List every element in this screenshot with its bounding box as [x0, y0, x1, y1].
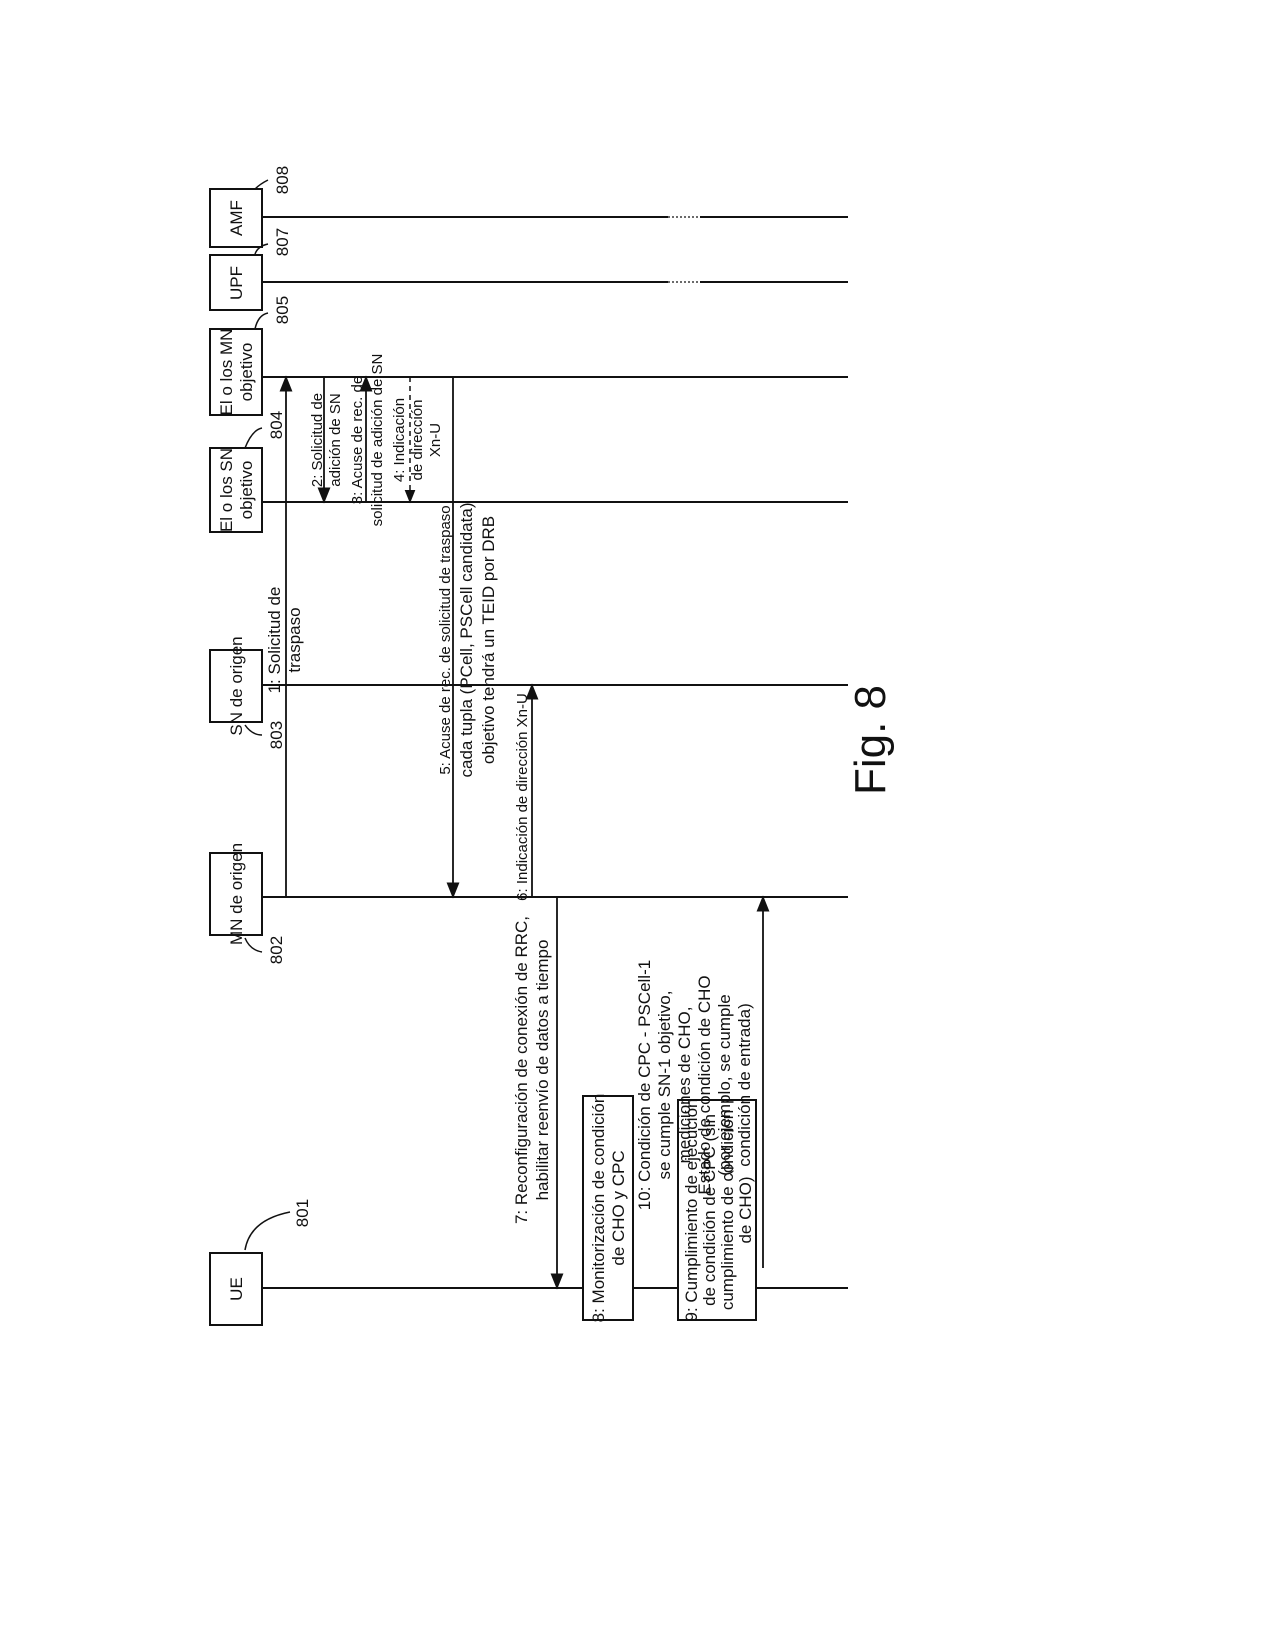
step-8-box: 8: Monitorización de condición de CHO y … [582, 1094, 634, 1323]
message-3-line-2: solicitud de adición de SN [369, 354, 386, 527]
message-10-line-2: se cumple SN-1 objetivo, [655, 991, 674, 1180]
step-8-line-2: de CHO y CPC [609, 1150, 628, 1265]
upf-ref: 807 [273, 228, 292, 256]
message-7-line-2: habilitar reenvío de datos a tiempo [533, 940, 552, 1201]
message-4-line-3: Xn-U [427, 423, 444, 457]
message-3-line-1: 3: Acuse de rec. de [349, 376, 366, 504]
sn-target-label-1: El o los SN [217, 448, 236, 532]
message-1: 1: Solicitud de traspaso [265, 375, 304, 897]
amf-label: AMF [227, 200, 246, 236]
message-3: 3: Acuse de rec. de solicitud de adición… [349, 354, 386, 527]
upf-label: UPF [227, 266, 246, 300]
message-10-line-4: Estado de condición de CHO [695, 975, 714, 1194]
message-5-line-2: cada tupla (PCell, PSCell candidata) [457, 503, 476, 778]
message-5: 5: Acuse de rec. de solicitud de traspas… [437, 377, 498, 899]
message-5-line-3: objetivo tendrá un TEID por DRB [479, 516, 498, 764]
figure-label: Fig. 8 [846, 685, 895, 795]
ue-ref: 801 [293, 1199, 312, 1227]
entity-mn-target: El o los MN objetivo 805 [209, 296, 292, 416]
step-9-line-1: 9: Cumplimiento de ejecución [682, 1098, 701, 1321]
sn-target-label-2: objetivo [237, 461, 256, 520]
lifeline-break-markers [662, 214, 700, 1289]
mn-origin-ref: 802 [267, 936, 286, 964]
entity-sn-origin: SN de origen 803 [209, 636, 286, 749]
sn-origin-label: SN de origen [227, 636, 246, 735]
message-7: 7: Reconfiguración de conexión de RRC, h… [512, 897, 564, 1290]
message-2-line-2: adición de SN [327, 393, 344, 486]
step-8-line-1: 8: Monitorización de condición [589, 1094, 608, 1323]
mn-target-ref: 805 [273, 296, 292, 324]
message-1-line-2: traspaso [285, 607, 304, 672]
entity-ue: UE 801 [209, 1199, 312, 1326]
message-10-line-3: mediciones de CHO, [675, 1007, 694, 1164]
message-10: 10: Condición de CPC - PSCell-1 se cumpl… [635, 895, 770, 1268]
message-2: 2: Solicitud de adición de SN [309, 377, 344, 504]
message-1-line-1: 1: Solicitud de [265, 587, 284, 694]
step-9-box: 9: Cumplimiento de ejecución de condició… [677, 1098, 757, 1322]
message-6: 6: Indicación de dirección Xn-U [514, 683, 539, 901]
message-5-line-1: 5: Acuse de rec. de solicitud de traspas… [437, 505, 454, 774]
message-10-line-6: condición de entrada) [735, 1003, 754, 1167]
entity-amf: AMF 808 [209, 166, 292, 248]
ue-label: UE [227, 1277, 246, 1301]
entity-upf: UPF 807 [209, 228, 292, 311]
message-2-line-1: 2: Solicitud de [309, 393, 326, 487]
step-9-line-4: de CHO) [736, 1176, 755, 1243]
message-6-line-1: 6: Indicación de dirección Xn-U [514, 693, 531, 901]
message-4-line-1: 4: Indicación [391, 398, 408, 482]
mn-target-label-2: objetivo [237, 343, 256, 402]
mn-origin-label: MN de origen [227, 843, 246, 945]
step-9-line-2: de condición de CPC (sin [700, 1114, 719, 1306]
message-7-line-1: 7: Reconfiguración de conexión de RRC, [512, 916, 531, 1224]
sn-target-ref: 804 [267, 411, 286, 439]
message-10-line-1: 10: Condición de CPC - PSCell-1 [635, 960, 654, 1210]
step-9-line-3: cumplimiento de condición [718, 1110, 737, 1310]
sn-origin-ref: 803 [267, 721, 286, 749]
message-4: 4: Indicación de dirección Xn-U [391, 377, 444, 504]
message-10-line-5: (por ejemplo, se cumple [715, 994, 734, 1175]
amf-ref: 808 [273, 166, 292, 194]
mn-target-label-1: El o los MN [217, 329, 236, 416]
entity-mn-origin: MN de origen 802 [209, 843, 286, 964]
entity-sn-target: El o los SN objetivo 804 [209, 411, 286, 533]
message-4-line-2: de dirección [409, 400, 426, 481]
